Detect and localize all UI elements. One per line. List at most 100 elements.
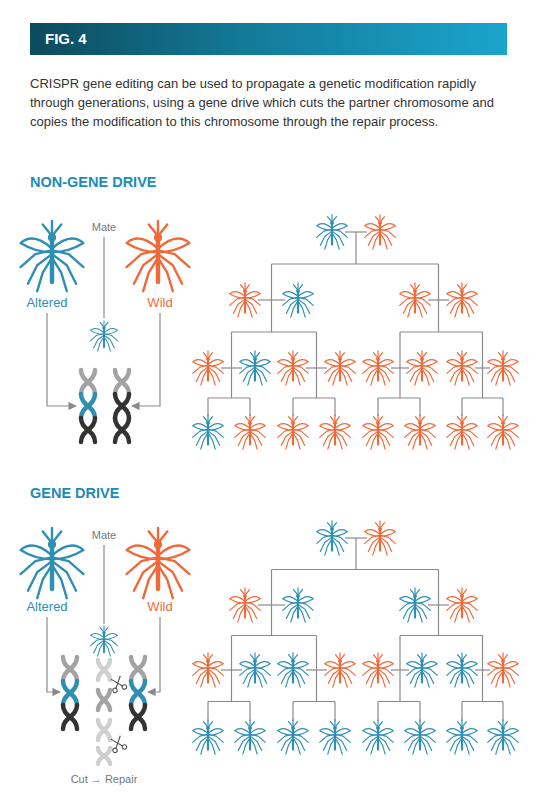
mosquito-icon [240,653,271,687]
tree-line [316,332,317,368]
mate-line [475,367,490,368]
tree-line [377,398,378,416]
dna-strand [63,705,77,729]
figure-number: FIG. 4 [45,23,492,55]
tree-line [461,702,462,722]
tree-line [293,701,335,702]
tree-line [461,398,462,416]
mosquito-icon [278,720,309,754]
mosquito-icon [90,626,117,656]
mosquito-icon [320,415,351,449]
tree-line [355,232,356,264]
dna-strand [81,370,95,394]
dna-strand [115,370,129,394]
dna-strand [81,394,95,418]
dna-strand [98,720,110,740]
tree-line [462,397,503,398]
mosquito-icon [407,653,438,687]
dna-strand [115,418,129,442]
mosquito-icon [488,415,519,449]
dna-strand [115,394,129,418]
mosquito-icon [447,415,478,449]
mosquito-icon [230,283,261,317]
mate-line [103,237,104,318]
mosquito-icon [21,528,84,598]
tree-line [355,538,356,570]
mate-line [103,545,104,624]
mosquito-icon [317,521,348,555]
mosquito-icon [365,521,396,555]
mate-line [258,299,285,300]
mosquito-icon [283,588,314,622]
tree-line [334,398,335,416]
mate-line [428,299,449,300]
tree-line [231,368,232,398]
tree-line [208,701,250,702]
mate-line [475,669,490,670]
mate-line [306,669,327,670]
tree-line [208,397,250,398]
mosquito-icon [317,215,348,249]
tree-line [231,636,232,671]
mosquito-icon [90,321,117,351]
tree-line [438,605,439,636]
section-heading: NON-GENE DRIVE [30,174,157,191]
dna-strand [98,660,110,680]
mosquito-icon [407,351,438,385]
dna-strand [131,657,145,681]
mosquito-icon [21,221,84,291]
mosquito-icon [447,283,478,317]
mosquito-icon [278,653,309,687]
dna-strand [81,418,95,442]
mosquito-icon [320,720,351,754]
arrow-line [47,617,60,692]
tree-line [271,300,272,332]
tree-line [316,636,317,671]
tree-line [249,398,250,416]
tree-line [482,636,483,671]
tree-line [232,635,317,636]
tree-line [482,368,483,398]
mate-line [258,604,285,605]
mosquito-icon [400,283,431,317]
dna-strand [81,370,95,394]
tree-line [293,397,335,398]
mosquito-icon [193,653,224,687]
cut-repair-label: Cut → Repair [71,773,138,786]
tree-line [316,368,317,398]
tree-line [207,702,208,722]
tree-line [378,701,420,702]
mate-line [221,669,242,670]
mosquito-icon [278,351,309,385]
tree-line [249,702,250,722]
tree-line [272,569,439,570]
mate-line [391,367,409,368]
header-band: FIG. 4 [30,23,507,55]
tree-line [271,605,272,636]
tree-line [438,570,439,606]
tree-line [271,570,272,606]
dna-strand [98,690,110,710]
mosquito-icon [405,720,436,754]
mosquito-icon [363,720,394,754]
dna-strand [115,394,129,418]
mosquito-icon [235,720,266,754]
tree-line [292,702,293,722]
dna-strand [98,748,110,764]
mosquito-icon [193,351,224,385]
mate-line [306,367,327,368]
tree-line [419,398,420,416]
mosquito-icon [193,415,224,449]
mate-line [428,604,449,605]
tree-line [316,670,317,702]
tree-line [400,635,483,636]
mosquito-icon [325,351,356,385]
dna-strand [131,681,145,705]
tree-line [502,398,503,416]
mosquito-icon [193,720,224,754]
tree-line [272,263,439,264]
tree-line [482,670,483,702]
tree-line [438,300,439,332]
mosquito-icon [447,351,478,385]
mate-label: Mate [92,529,116,542]
